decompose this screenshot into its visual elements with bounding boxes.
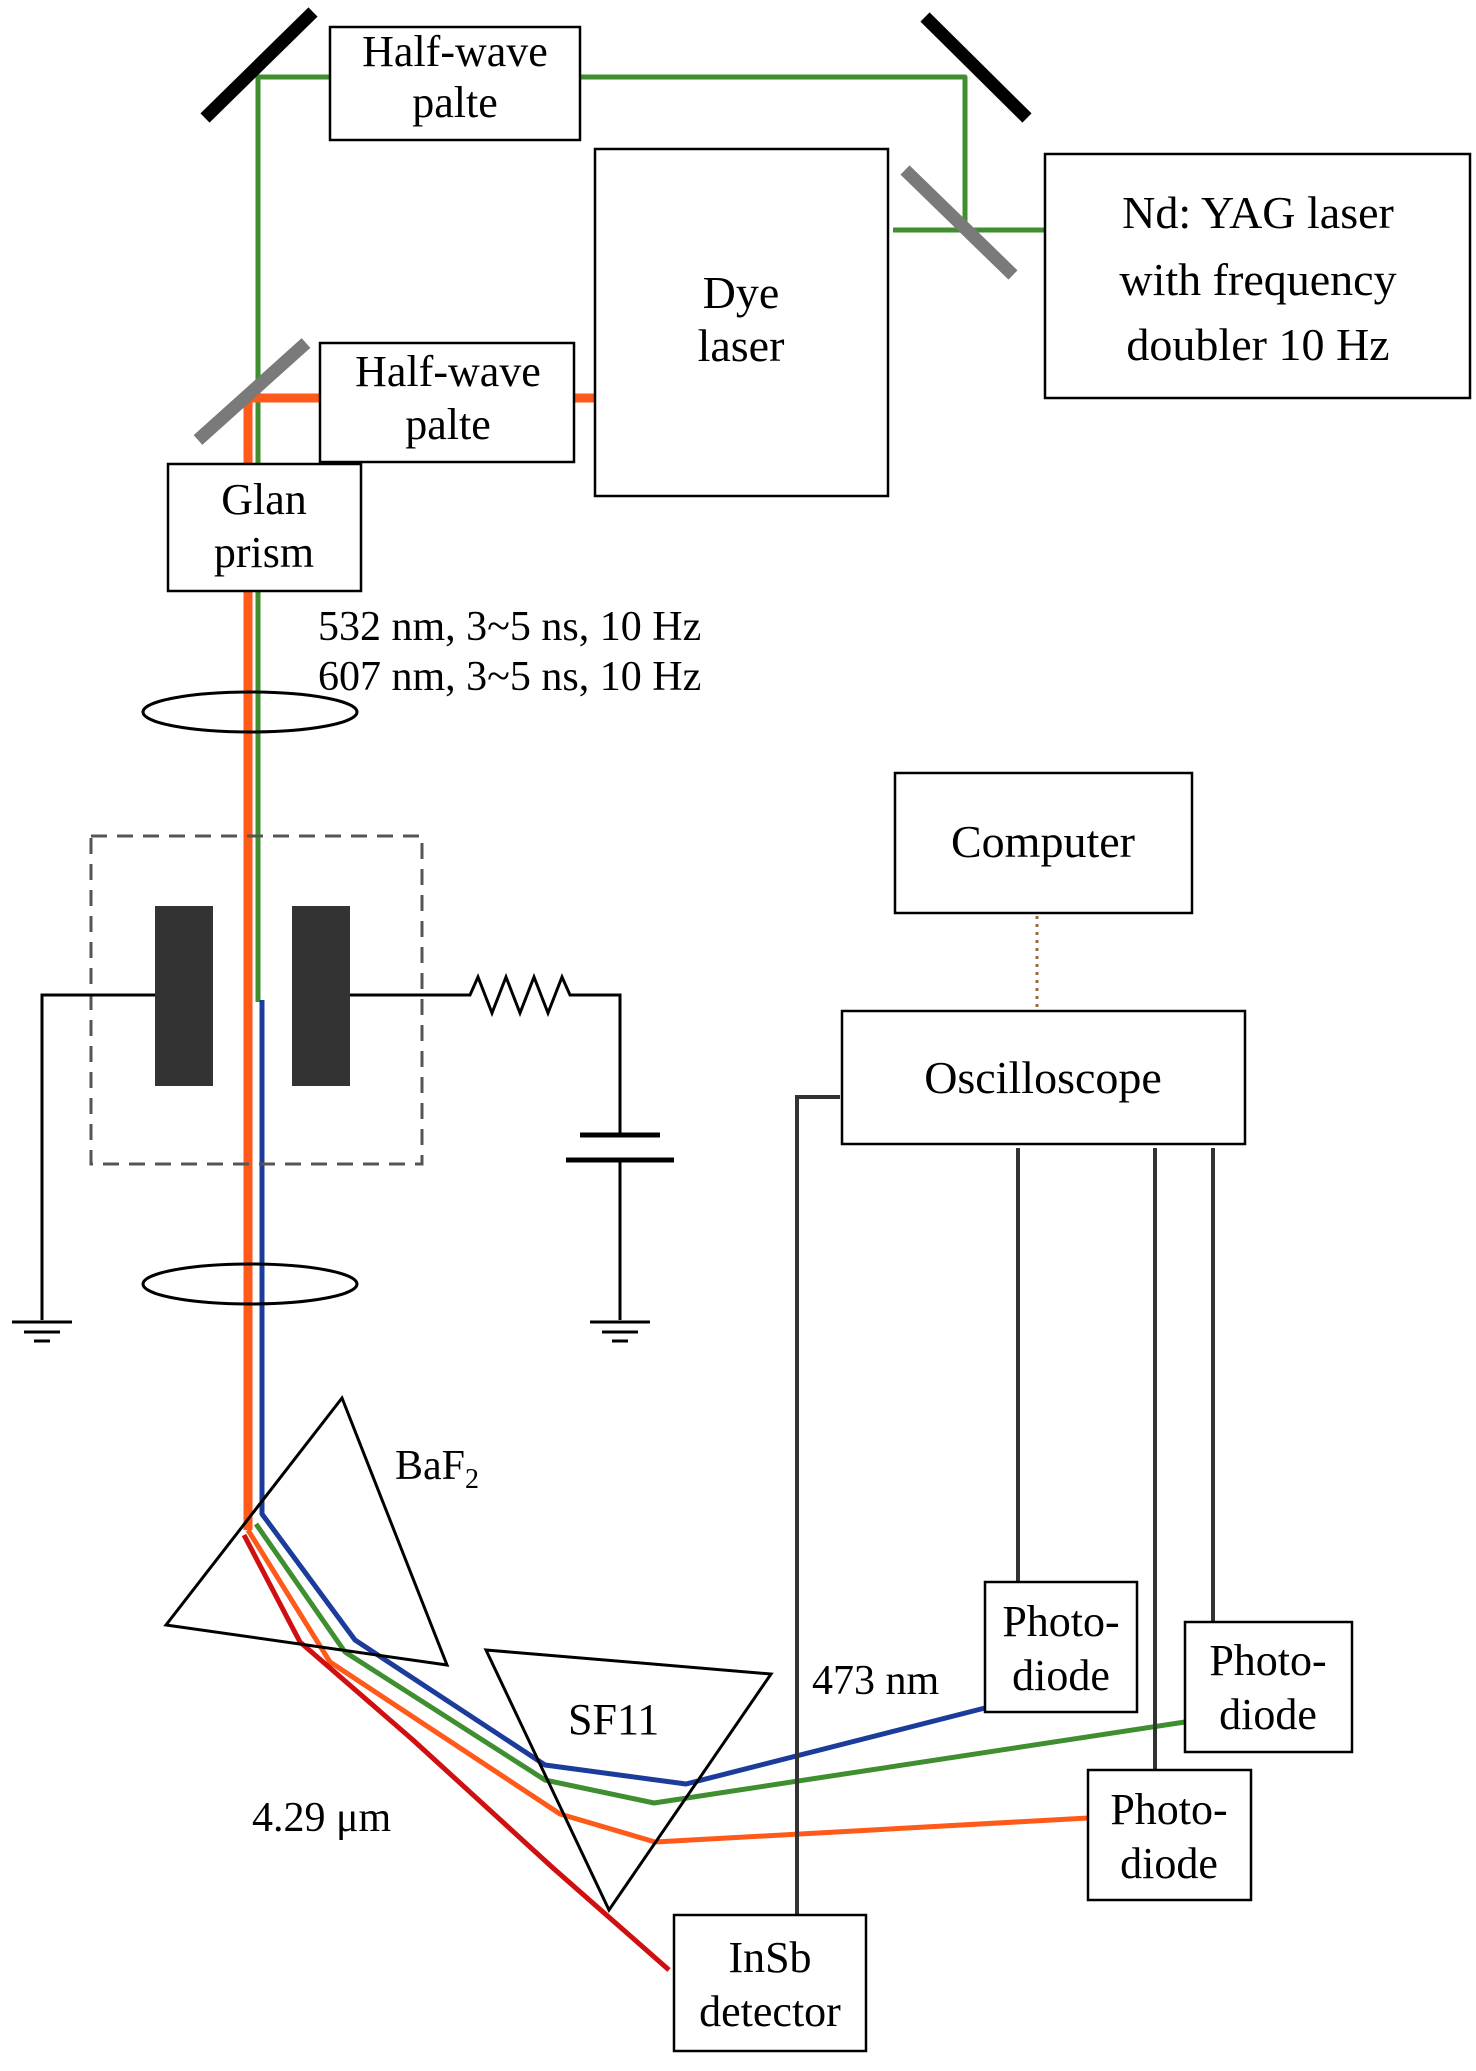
nd-yag-laser-line1: Nd: YAG laser [1122, 187, 1394, 238]
photodiode-blue-line2: diode [1012, 1651, 1110, 1700]
photodiode-blue: Photo- diode [983, 1580, 1139, 1714]
photodiode-orange: Photo- diode [1086, 1768, 1253, 1902]
beam-label-473nm: 473 nm [812, 1658, 940, 1704]
electrode-left [155, 906, 213, 1086]
red-4.29um-beam [241, 1533, 671, 1972]
insb-detector-line2: detector [699, 1987, 841, 2036]
nd-yag-laser-line3: doubler 10 Hz [1126, 319, 1389, 370]
discharge-cell-enclosure [89, 834, 424, 1166]
mirror-top-right [920, 12, 1032, 123]
blue-473nm-beam [259, 1000, 986, 1787]
photodiode-green: Photo- diode [1183, 1620, 1354, 1754]
resistor-wire [350, 972, 622, 1133]
baf2-label-subscript: 2 [465, 1464, 479, 1495]
beam-label-607nm: 607 nm, 3~5 ns, 10 Hz [318, 654, 701, 700]
computer: Computer [893, 771, 1194, 915]
dye-laser-line1: Dye [703, 267, 780, 318]
lens-upper [141, 690, 359, 734]
half-wave-plate-mid-line1: Half-wave [355, 347, 541, 396]
glan-prism-line1: Glan [221, 475, 307, 524]
signal-wires [795, 1095, 1215, 1915]
photodiode-blue-line1: Photo- [1002, 1597, 1119, 1646]
half-wave-plate-top-line1: Half-wave [362, 27, 548, 76]
nd-yag-laser: Nd: YAG laser with frequency doubler 10 … [1043, 152, 1472, 400]
beam-splitter-left [193, 338, 311, 445]
dye-laser-line2: laser [698, 320, 785, 371]
orange-607nm-beam [245, 1528, 1089, 1845]
insb-detector: InSb detector [672, 1913, 868, 2053]
sf11-label: SF11 [568, 1695, 659, 1744]
sf11-prism [483, 1648, 774, 1914]
lens-lower [141, 1262, 359, 1306]
baf2-label: BaF2 [395, 1443, 479, 1495]
insb-detector-line1: InSb [728, 1933, 811, 1982]
wire-insb-detector [795, 1095, 840, 1915]
half-wave-plate-top: Half-wave palte [328, 25, 582, 142]
mirror-top-left [200, 7, 318, 123]
glan-prism-line2: prism [214, 528, 314, 577]
dye-laser: Dye laser [593, 147, 890, 498]
beam-label-532nm: 532 nm, 3~5 ns, 10 Hz [318, 604, 701, 650]
beam-label-4.29um: 4.29 μm [252, 1795, 392, 1841]
photodiode-green-line2: diode [1219, 1690, 1317, 1739]
computer-label: Computer [951, 816, 1135, 867]
photodiode-orange-line2: diode [1120, 1839, 1218, 1888]
ground-wire-left [40, 993, 155, 1320]
half-wave-plate-top-line2: palte [412, 78, 498, 127]
oscilloscope-label: Oscilloscope [924, 1052, 1162, 1103]
green-532nm-beam [253, 1522, 1186, 1806]
photodiode-green-line1: Photo- [1209, 1636, 1326, 1685]
beam-splitter-right [900, 165, 1018, 280]
glan-prism: Glan prism [166, 462, 363, 593]
half-wave-plate-mid: Half-wave palte [318, 341, 576, 464]
half-wave-plate-mid-line2: palte [405, 400, 491, 449]
discharge-circuit [12, 972, 674, 1343]
baf2-label-base: BaF [395, 1443, 465, 1489]
photodiode-orange-line1: Photo- [1110, 1785, 1227, 1834]
baf2-prism [163, 1394, 450, 1667]
nd-yag-laser-line2: with frequency [1119, 254, 1396, 305]
electrode-right [292, 906, 350, 1086]
oscilloscope: Oscilloscope [840, 1009, 1247, 1146]
